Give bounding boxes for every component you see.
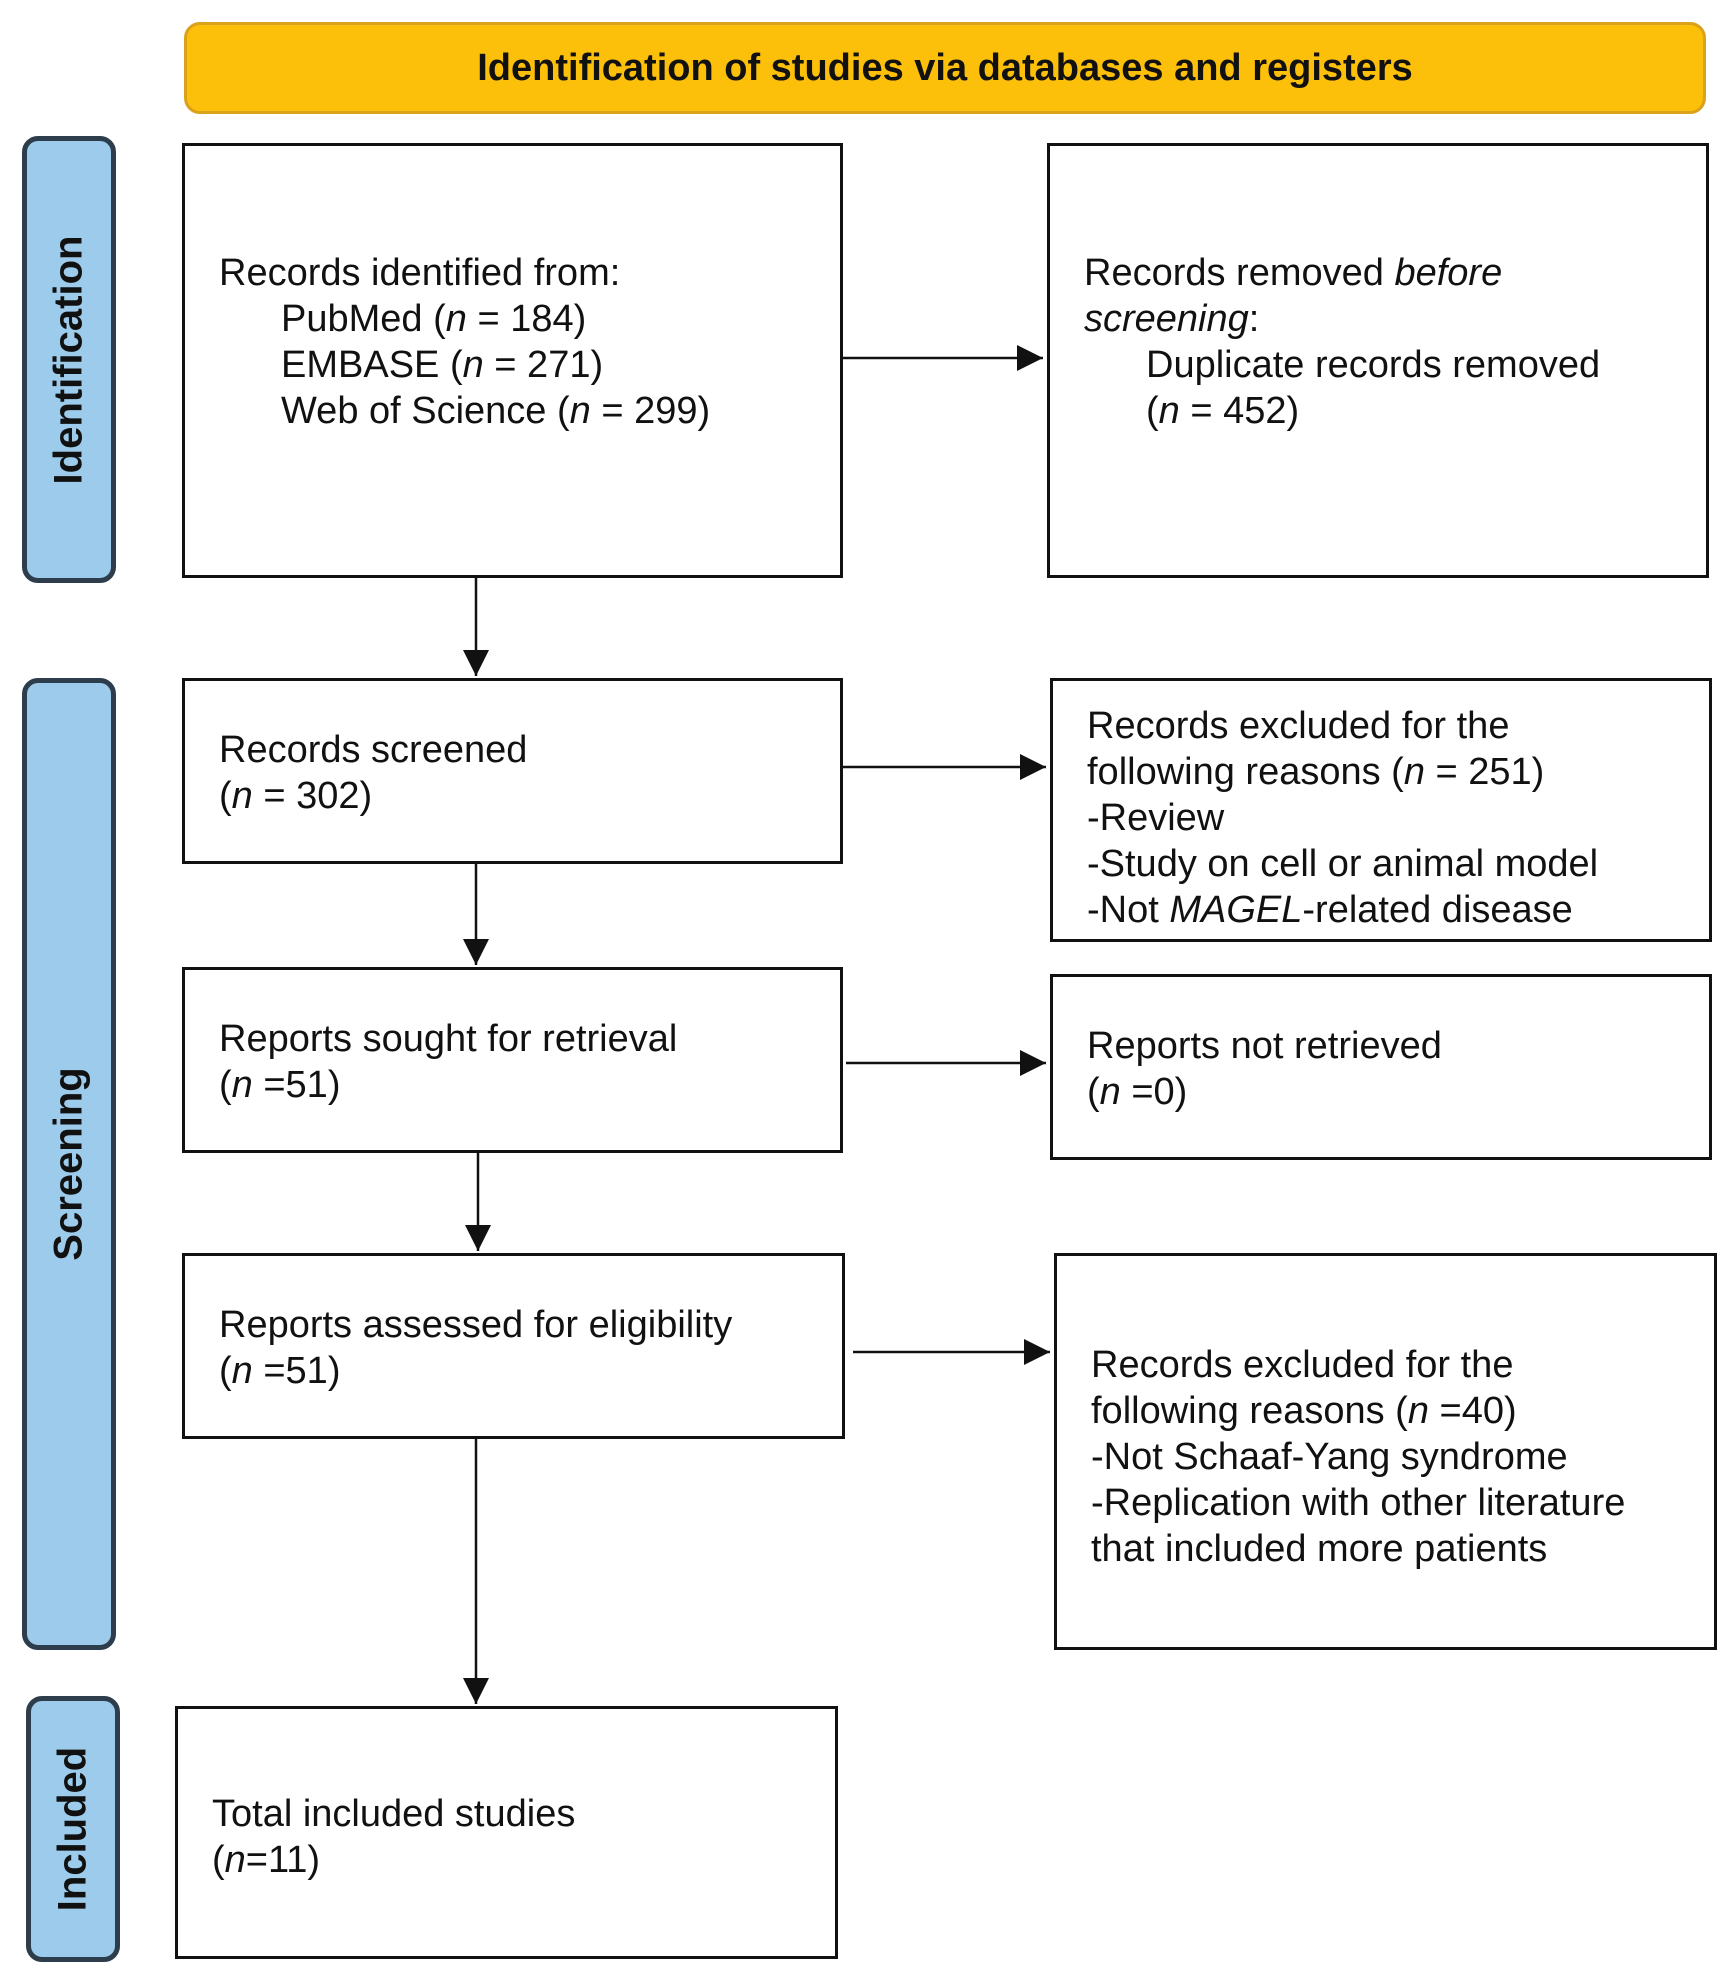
header-title: Identification of studies via databases … — [477, 46, 1413, 89]
excluded2-reason-replication: -Replication with other literature — [1091, 1482, 1626, 1524]
reports-sought-label: Reports sought for retrieval — [219, 1018, 678, 1060]
records-identified-title: Records identified from: — [219, 252, 621, 294]
excluded1-reason-cell-animal: -Study on cell or animal model — [1087, 843, 1599, 885]
excluded1-line1: Records excluded for the — [1087, 705, 1510, 747]
excluded2-reason-replication-cont: that included more patients — [1091, 1528, 1548, 1570]
records-excluded-box-1: Records excluded for the following reaso… — [1050, 678, 1712, 942]
reports-assessed-count: (n =51) — [219, 1350, 341, 1392]
reports-assessed-box: Reports assessed for eligibility (n =51) — [182, 1253, 845, 1439]
reports-sought-box: Reports sought for retrieval (n =51) — [182, 967, 843, 1153]
source-web-of-science: Web of Science (n = 299) — [281, 390, 711, 432]
reports-not-retrieved-box: Reports not retrieved (n =0) — [1050, 974, 1712, 1160]
excluded1-reason-review: -Review — [1087, 797, 1225, 839]
duplicates-removed-count: (n = 452) — [1146, 390, 1300, 432]
source-embase: EMBASE (n = 271) — [281, 344, 604, 386]
excluded2-line1: Records excluded for the — [1091, 1344, 1514, 1386]
records-screened-label: Records screened — [219, 729, 528, 771]
records-screened-count: (n = 302) — [219, 775, 373, 817]
reports-not-retrieved-label: Reports not retrieved — [1087, 1025, 1442, 1067]
records-removed-line2: screening: — [1084, 298, 1260, 340]
reports-assessed-label: Reports assessed for eligibility — [219, 1304, 733, 1346]
records-excluded-box-2: Records excluded for the following reaso… — [1054, 1253, 1717, 1650]
excluded2-count: following reasons (n =40) — [1091, 1390, 1517, 1432]
phase-included: Included — [26, 1696, 120, 1962]
records-removed-line1: Records removed before — [1084, 252, 1503, 294]
source-pubmed: PubMed (n = 184) — [281, 298, 587, 340]
total-included-box: Total included studies (n=11) — [175, 1706, 838, 1959]
phase-identification: Identification — [22, 136, 116, 583]
phase-screening: Screening — [22, 678, 116, 1650]
records-screened-box: Records screened (n = 302) — [182, 678, 843, 864]
excluded1-count: following reasons (n = 251) — [1087, 751, 1545, 793]
total-included-count: (n=11) — [212, 1839, 321, 1881]
records-identified-box: Records identified from: PubMed (n = 184… — [182, 143, 843, 578]
excluded1-reason-magel: -Not MAGEL-related disease — [1087, 889, 1573, 931]
total-included-label: Total included studies — [212, 1793, 576, 1835]
records-removed-box: Records removed before screening: Duplic… — [1047, 143, 1709, 578]
reports-sought-count: (n =51) — [219, 1064, 341, 1106]
reports-not-retrieved-count: (n =0) — [1087, 1071, 1188, 1113]
header-banner: Identification of studies via databases … — [184, 22, 1706, 114]
excluded2-reason-not-syndrome: -Not Schaaf-Yang syndrome — [1091, 1436, 1568, 1478]
duplicates-removed-label: Duplicate records removed — [1146, 344, 1601, 386]
